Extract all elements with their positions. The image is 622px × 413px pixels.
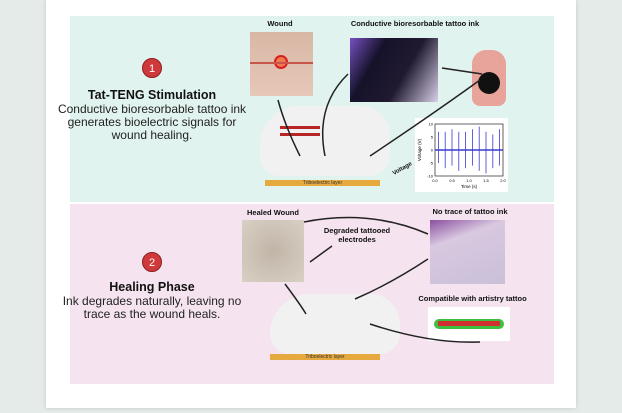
y-tick-label: -5 (429, 161, 433, 166)
panel-healing: 2 Healing Phase Ink degrades naturally, … (63, 204, 554, 384)
ink-histology-image (350, 38, 438, 102)
stimulation-description: Conductive bioresorbable tattoo ink gene… (57, 102, 247, 142)
triboelectric-layer: Triboelectric layer (265, 180, 380, 186)
rat-illustration-healed (270, 294, 400, 354)
arrows (277, 67, 483, 157)
wound-label: Wound (267, 19, 293, 28)
y-axis-label: Voltage (V) (417, 138, 422, 161)
y-tick-label: 0 (431, 148, 434, 153)
rat-illustration (260, 106, 390, 176)
no-trace-histology-image (430, 220, 505, 284)
ink-label: Conductive bioresorbable tattoo ink (350, 19, 480, 28)
healed-wound-photo (242, 220, 304, 282)
no-trace-label: No trace of tattoo ink (432, 207, 508, 216)
artistry-tattoo-image (428, 307, 510, 341)
step-badge-1: 1 (142, 58, 162, 78)
step-badge-2: 2 (142, 252, 162, 272)
y-tick-label: 5 (431, 135, 434, 140)
triboelectric-layer-healed: Triboelectric layer (270, 354, 380, 360)
y-tick-label: 10 (429, 122, 434, 127)
healing-title: Healing Phase (109, 280, 195, 294)
stimulation-title: Tat-TENG Stimulation (87, 88, 217, 102)
x-tick-label: 0.0 (432, 178, 438, 183)
hand-tattoo-illustration (472, 50, 506, 106)
x-tick-label: 0.5 (449, 178, 455, 183)
wound-photo (250, 32, 313, 96)
x-tick-label: 2.0 (500, 178, 506, 183)
x-tick-label: 1.5 (483, 178, 489, 183)
panel-stimulation: 1 Tat-TENG Stimulation Conductive biores… (58, 16, 554, 202)
healed-wound-label: Healed Wound (247, 208, 299, 217)
artistry-label: Compatible with artistry tattoo (418, 294, 527, 303)
healing-description: Ink degrades naturally, leaving no trace… (62, 294, 242, 321)
x-axis-label: Time (s) (461, 184, 478, 189)
y-tick-label: -10 (427, 174, 434, 179)
x-tick-label: 1.0 (466, 178, 472, 183)
degraded-electrodes-label: Degraded tattooed electrodes (323, 226, 391, 244)
arrows-healing (284, 216, 481, 343)
